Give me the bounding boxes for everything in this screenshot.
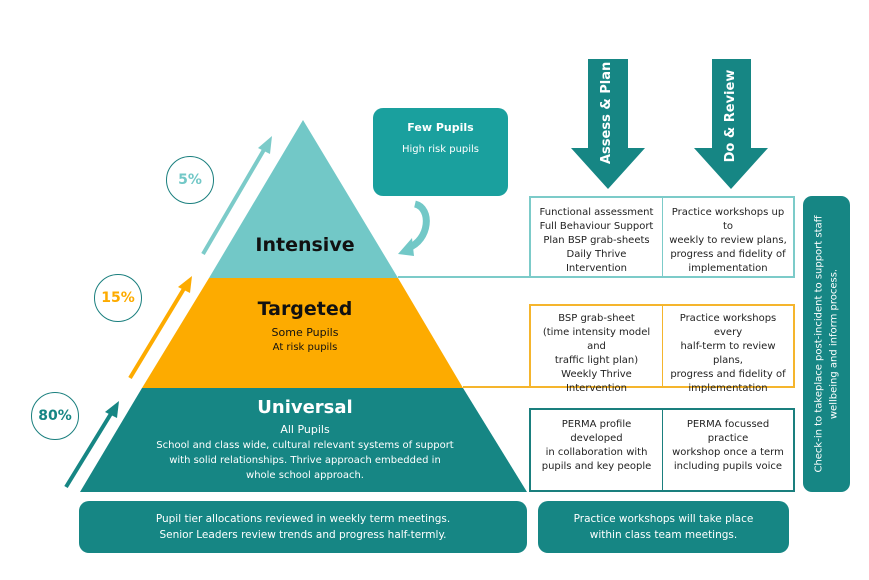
universal-line: whole school approach. xyxy=(246,470,364,481)
arrow-up-intensive-icon xyxy=(201,136,272,256)
intensive-assess-box: Functional assessment Full Behaviour Sup… xyxy=(529,196,663,278)
assess-plan-label: Assess & Plan xyxy=(599,61,614,164)
universal-review-box: PERMA focussed practice workshop once a … xyxy=(662,408,795,492)
percent-universal: 80% xyxy=(38,408,72,424)
percent-circle-intensive: 5% xyxy=(166,156,214,204)
box-line: Daily Thrive Intervention xyxy=(565,249,628,274)
arrow-up-targeted-icon xyxy=(128,276,192,380)
bottom-left-panel: Pupil tier allocations reviewed in weekl… xyxy=(79,501,527,553)
check-in-text: Check-in to takeplace post-incident to s… xyxy=(812,215,842,472)
targeted-review-box: Practice workshops every half-term to re… xyxy=(662,304,795,394)
bottom-right-line: within class team meetings. xyxy=(589,529,738,541)
pyramid-intensive-band xyxy=(209,120,398,278)
box-line: traffic light plan) xyxy=(554,355,639,366)
targeted-line: Some Pupils xyxy=(271,326,339,339)
targeted-assess-box: BSP grab-sheet (time intensity model and… xyxy=(529,304,663,394)
check-in-side-panel: Check-in to takeplace post-incident to s… xyxy=(803,196,850,492)
callout-title: Few Pupils xyxy=(407,121,474,134)
assess-plan-arrow-icon xyxy=(571,59,645,189)
box-line: implementation xyxy=(688,263,768,274)
arrow-up-universal-icon xyxy=(64,401,119,489)
tier-lines-targeted: Some Pupils At risk pupils xyxy=(230,325,380,355)
box-line: Functional assessment xyxy=(539,207,654,218)
curved-arrow-icon xyxy=(398,200,430,256)
universal-line: School and class wide, cultural relevant… xyxy=(156,440,454,451)
universal-subtitle: All Pupils xyxy=(280,423,330,436)
box-line: Intervention xyxy=(565,383,628,394)
few-pupils-callout: Few Pupils High risk pupils xyxy=(373,108,508,196)
bottom-right-panel: Practice workshops will take place withi… xyxy=(538,501,789,553)
percent-intensive: 5% xyxy=(178,172,202,188)
percent-circle-targeted: 15% xyxy=(94,274,142,322)
bottom-right-line: Practice workshops will take place xyxy=(573,513,754,525)
pyramid-targeted-band xyxy=(142,278,463,388)
universal-line: with solid relationships. Thrive approac… xyxy=(169,455,441,466)
box-line: progress and fidelity of xyxy=(670,249,786,260)
bottom-left-line: Senior Leaders review trends and progres… xyxy=(159,529,447,541)
box-line: in collaboration with xyxy=(545,447,648,458)
box-line: Full Behaviour Support xyxy=(539,221,654,232)
percent-circle-universal: 80% xyxy=(31,392,79,440)
callout-subtitle: High risk pupils xyxy=(401,144,480,155)
check-in-line: wellbeing and inform process. xyxy=(828,268,840,420)
box-line: implementation xyxy=(688,383,768,394)
box-line: pupils and key people xyxy=(541,461,652,472)
targeted-line: At risk pupils xyxy=(272,342,338,353)
box-line: (time intensity model and xyxy=(542,327,651,352)
box-line: Plan BSP grab-sheets xyxy=(543,235,650,246)
check-in-line: Check-in to takeplace post-incident to s… xyxy=(813,215,825,473)
box-line: Practice workshops every xyxy=(679,313,777,338)
bottom-left-line: Pupil tier allocations reviewed in weekl… xyxy=(155,513,451,525)
do-review-arrow-icon xyxy=(694,59,768,189)
box-line: BSP grab-sheet xyxy=(558,313,635,324)
box-line: Practice workshops up to xyxy=(671,207,785,232)
pyramid-universal-band xyxy=(80,388,527,492)
intensive-review-box: Practice workshops up to weekly to revie… xyxy=(662,196,795,278)
box-line: weekly to review plans, xyxy=(669,235,787,246)
tier-lines-universal: All Pupils School and class wide, cultur… xyxy=(150,422,460,483)
universal-assess-box: PERMA profile developed in collaboration… xyxy=(529,408,663,492)
box-line: progress and fidelity of xyxy=(670,369,786,380)
do-review-label: Do & Review xyxy=(723,69,738,163)
box-line: including pupils voice xyxy=(673,461,783,472)
box-line: PERMA focussed practice xyxy=(686,419,770,444)
tier-title-intensive: Intensive xyxy=(255,234,355,256)
tier-title-targeted: Targeted xyxy=(257,298,353,320)
percent-targeted: 15% xyxy=(101,290,135,306)
box-line: PERMA profile developed xyxy=(561,419,632,444)
box-line: half-term to review plans, xyxy=(680,341,776,366)
box-line: Weekly Thrive xyxy=(561,369,632,380)
box-line: workshop once a term xyxy=(672,447,784,458)
tier-title-universal: Universal xyxy=(257,397,353,418)
